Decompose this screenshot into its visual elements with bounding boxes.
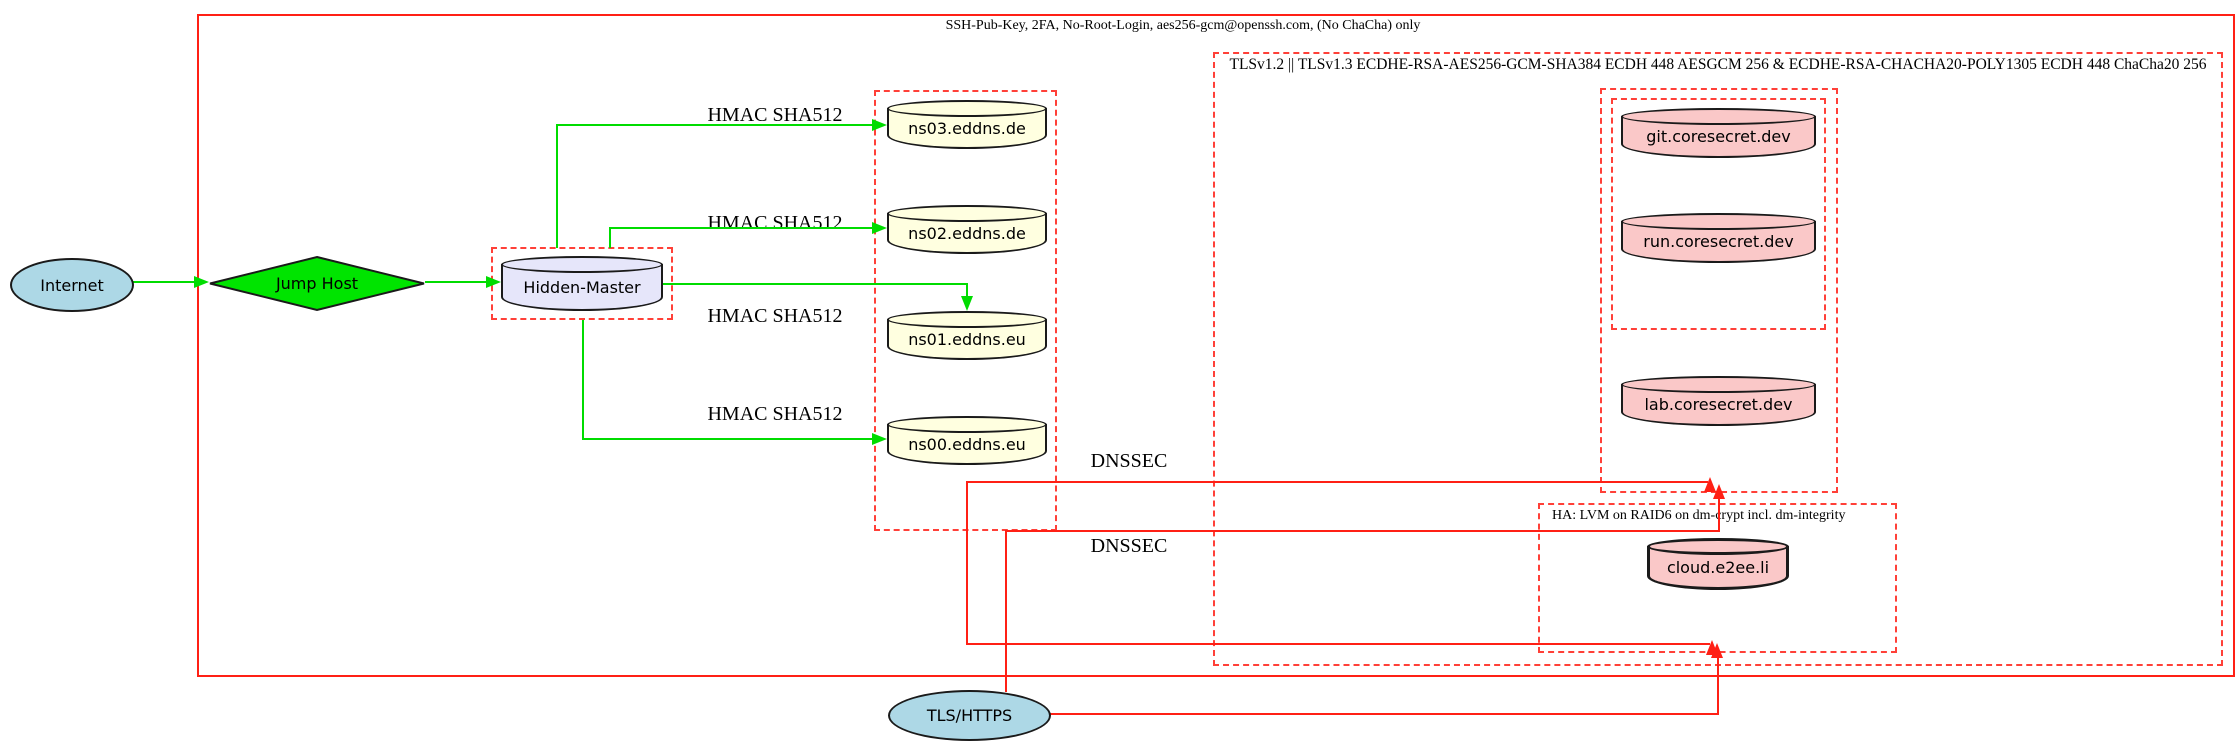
edge-hiddenmaster-ns00-v	[582, 320, 584, 439]
ns03-node-label: ns03.eddns.de	[908, 118, 1026, 138]
hidden-master-node-label: Hidden-Master	[523, 277, 641, 297]
edge-dnssec-ha-v	[966, 481, 968, 644]
edge-tls-coresecret-h	[1005, 530, 1720, 532]
cylinder-top	[501, 256, 663, 273]
cylinder-top	[1647, 538, 1789, 555]
edge-hiddenmaster-ns02-h	[609, 227, 873, 229]
edge-hiddenmaster-ns03-h	[556, 124, 873, 126]
edge-label-hmac-ns01: HMAC SHA512	[707, 305, 843, 327]
tls-https-node: TLS/HTTPS	[888, 690, 1051, 741]
edge-dnssec-coresecret-h	[967, 481, 1708, 483]
cylinder-top	[887, 100, 1047, 117]
git-coresecret-node-label: git.coresecret.dev	[1646, 127, 1791, 146]
edge-hiddenmaster-ns00-h	[582, 438, 873, 440]
edge-dnssec-ha-h	[966, 643, 1710, 645]
lab-coresecret-node-label: lab.coresecret.dev	[1644, 395, 1793, 414]
ns00-node-label: ns00.eddns.eu	[908, 434, 1026, 454]
outer-ssh-cluster-box	[197, 14, 2235, 677]
ha-cluster-label: HA: LVM on RAID6 on dm-crypt incl. dm-in…	[1552, 508, 1846, 523]
arrowhead-internet-jumphost	[194, 276, 209, 288]
jump-host-node-label: Jump Host	[275, 274, 359, 293]
arrowhead-jumphost-hiddenmaster	[486, 276, 501, 288]
edge-tls-ha-h	[1047, 713, 1719, 715]
edge-label-hmac-ns03: HMAC SHA512	[707, 104, 843, 126]
edge-jumphost-hiddenmaster	[425, 281, 486, 283]
edge-label-dnssec-1: DNSSEC	[1090, 450, 1168, 472]
cloud-e2ee-node: cloud.e2ee.li	[1647, 538, 1789, 590]
diamond-shape	[209, 255, 425, 312]
arrowhead-ns01	[961, 296, 973, 311]
cylinder-top	[887, 205, 1047, 222]
ns02-node: ns02.eddns.de	[887, 205, 1047, 254]
edge-label-hmac-ns00: HMAC SHA512	[707, 403, 843, 425]
ns03-node: ns03.eddns.de	[887, 100, 1047, 149]
internet-node-label: Internet	[40, 275, 104, 295]
jump-host-node: Jump Host	[207, 255, 427, 312]
run-coresecret-node-label: run.coresecret.dev	[1643, 232, 1794, 251]
run-coresecret-node: run.coresecret.dev	[1621, 213, 1816, 263]
cylinder-top	[1621, 213, 1816, 230]
edge-hiddenmaster-ns03-v	[556, 124, 558, 248]
lab-coresecret-node: lab.coresecret.dev	[1621, 376, 1816, 426]
internet-node: Internet	[10, 258, 134, 312]
edge-hiddenmaster-ns01-v	[966, 283, 968, 297]
edge-hiddenmaster-ns02-v	[609, 227, 611, 248]
arrowhead-tls-ha	[1711, 643, 1723, 658]
cylinder-top	[1621, 376, 1816, 393]
hidden-master-node: Hidden-Master	[501, 256, 663, 311]
cylinder-top	[887, 416, 1047, 433]
edge-tls-coresecret-v1	[1005, 531, 1007, 692]
cylinder-body	[1647, 546, 1789, 590]
cylinder-top	[1621, 108, 1816, 125]
cylinder-top	[887, 311, 1047, 328]
ns00-node: ns00.eddns.eu	[887, 416, 1047, 465]
nameserver-cluster-box	[874, 90, 1057, 531]
ns01-node-label: ns01.eddns.eu	[908, 329, 1026, 349]
coresecret-inner-cluster-box	[1611, 98, 1826, 330]
edge-hiddenmaster-ns01-h	[663, 283, 968, 285]
tls-cluster-label: TLSv1.2 || TLSv1.3 ECDHE-RSA-AES256-GCM-…	[1229, 56, 2207, 73]
arrowhead-tls-coresecret	[1713, 484, 1725, 499]
arrowhead-ns03	[872, 119, 887, 131]
arrowhead-ns02	[872, 222, 887, 234]
git-coresecret-node: git.coresecret.dev	[1621, 108, 1816, 158]
edge-internet-jumphost	[130, 281, 194, 283]
edge-tls-ha-v	[1717, 658, 1719, 714]
edge-tls-coresecret-v2	[1718, 499, 1720, 531]
edge-label-hmac-ns02: HMAC SHA512	[707, 212, 843, 234]
outer-cluster-label: SSH-Pub-Key, 2FA, No-Root-Login, aes256-…	[945, 18, 1421, 33]
ns02-node-label: ns02.eddns.de	[908, 223, 1026, 243]
tls-https-node-label: TLS/HTTPS	[926, 706, 1013, 725]
ns01-node: ns01.eddns.eu	[887, 311, 1047, 360]
cloud-e2ee-node-label: cloud.e2ee.li	[1666, 558, 1770, 577]
edge-label-dnssec-2: DNSSEC	[1090, 535, 1168, 557]
arrowhead-ns00	[872, 433, 887, 445]
